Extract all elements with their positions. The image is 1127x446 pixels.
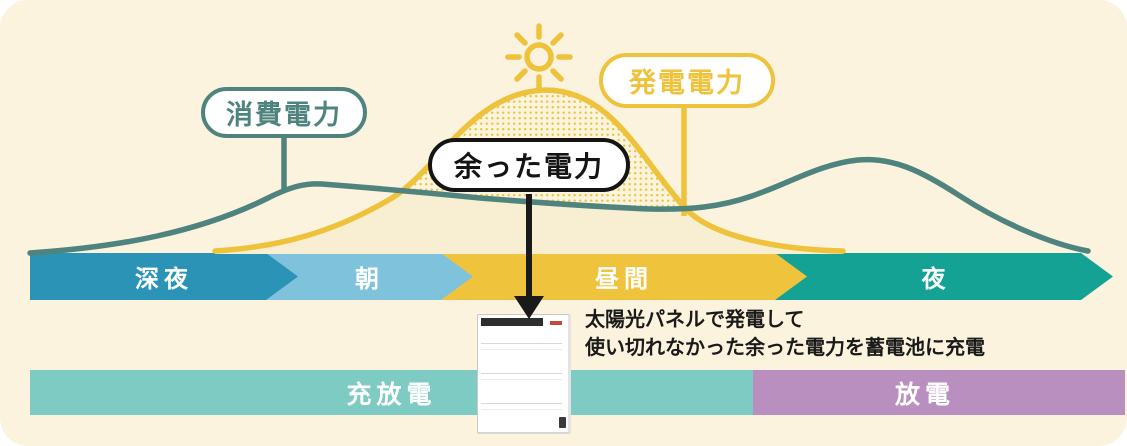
battery-storage-unit xyxy=(477,314,571,434)
timeline-label-daytime: 昼間 xyxy=(595,266,653,293)
battery-bar-label-charge-discharge: 充放電 xyxy=(346,380,437,409)
battery-top-band xyxy=(481,318,543,326)
battery-divider xyxy=(481,343,562,344)
surplus-description: 太陽光パネルで発電して 使い切れなかった余った電力を蓄電池に充電 xyxy=(585,306,985,362)
timeline-label-morning: 朝 xyxy=(355,266,384,293)
timeline-segment-night: 夜 xyxy=(775,253,1113,300)
surplus-description-line2: 使い切れなかった余った電力を蓄電池に充電 xyxy=(585,337,985,359)
battery-divider xyxy=(481,403,562,404)
timeline-segment-daytime: 昼間 xyxy=(441,253,847,300)
timeline-label-late-night: 深夜 xyxy=(135,266,193,293)
battery-connector xyxy=(559,417,566,428)
timeline-label-night: 夜 xyxy=(921,266,951,293)
battery-divider xyxy=(481,409,562,410)
battery-divider xyxy=(481,379,562,380)
battery-bar-charge-discharge: 充放電 xyxy=(30,370,819,415)
battery-divider xyxy=(481,349,562,350)
surplus-description-line1: 太陽光パネルで発電して xyxy=(585,309,805,331)
battery-bar-discharge: 放電 xyxy=(753,370,1125,415)
battery-brand-mark xyxy=(550,321,562,325)
battery-bar-label-discharge: 放電 xyxy=(894,380,955,409)
battery-divider xyxy=(481,373,562,374)
